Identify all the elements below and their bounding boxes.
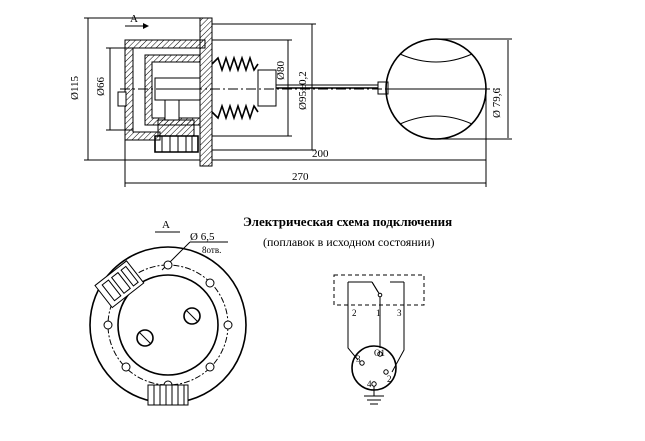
terminal-label-3: 3: [397, 308, 402, 318]
dim-66: Ø66: [95, 77, 107, 96]
dim-79: Ø 79,6: [491, 88, 503, 118]
hole-diameter-label: Ø 6,5: [190, 231, 215, 243]
pin-label-2: 2: [387, 374, 392, 384]
front-plug: [94, 260, 145, 309]
bellows-top: [211, 55, 259, 73]
housing-body: [117, 274, 219, 376]
gland-nut: [154, 135, 199, 153]
view-marker-a-front: A: [162, 219, 170, 231]
dim-270: 270: [292, 171, 309, 183]
switch-stem: [164, 99, 180, 121]
bellows-bottom: [211, 103, 259, 121]
screw-left: [136, 329, 154, 347]
dim-115: Ø115: [69, 75, 81, 100]
front-view-a: A Ø 6,5 8отв.: [89, 219, 247, 406]
hole-count-label: 8отв.: [202, 245, 221, 255]
dim-200: 200: [312, 148, 329, 160]
terminal-label-2: 2: [352, 308, 357, 318]
flange-outer: [89, 246, 247, 404]
gland-body: [157, 119, 195, 137]
schematic-subtitle: (поплавок в исходном состоянии): [263, 235, 435, 249]
dim-95: Ø95±0,2: [297, 71, 309, 110]
pin-label-4: 4: [367, 379, 372, 389]
view-marker-a-top: A: [130, 13, 138, 25]
bellows-end-cap: [257, 69, 277, 107]
screw-right: [183, 307, 201, 325]
side-plug: [117, 91, 127, 107]
ground-symbol: [364, 386, 384, 405]
electrical-schematic: Электрическая схема подключения (поплаво…: [243, 214, 452, 405]
schematic-title: Электрическая схема подключения: [243, 214, 452, 229]
pin-label-1: О1: [374, 348, 385, 358]
terminal-label-1: 1: [376, 308, 381, 318]
switch-housing-box: [333, 274, 425, 306]
rod-coupling: [377, 81, 389, 95]
pin-label-3: 3: [356, 354, 361, 364]
side-section-view: A: [69, 13, 512, 187]
mounting-flange: [199, 17, 213, 167]
dim-80: Ø80: [275, 61, 287, 80]
front-gland: [147, 384, 189, 406]
